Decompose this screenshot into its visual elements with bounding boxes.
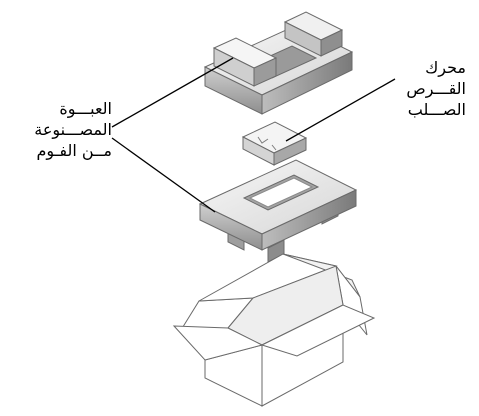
leader-hard-drive [285,78,396,142]
leader-foam-bottom [111,137,216,213]
hard-drive [241,121,308,166]
foam-packaging-label: العبـــوة المصـــنوعة مــن الفـوم [6,98,112,161]
foam-packaging-label-line-1: العبـــوة [59,99,112,118]
hard-drive-label: محرك القـــرص الصـــلب [394,57,466,120]
bottom-foam-insert [198,159,358,263]
top-foam-insert [203,11,354,115]
shipping-box [172,253,376,407]
foam-packaging-label-line-2: المصـــنوعة [34,120,112,139]
hard-drive-label-line-1: محرك [425,58,466,77]
hard-drive-label-line-3: الصـــلب [407,100,466,119]
leader-foam-top [111,57,234,128]
leader-lines [111,57,396,213]
hard-drive-label-line-2: القـــرص [406,79,466,98]
foam-packaging-label-line-3: مــن الفـوم [36,141,112,160]
